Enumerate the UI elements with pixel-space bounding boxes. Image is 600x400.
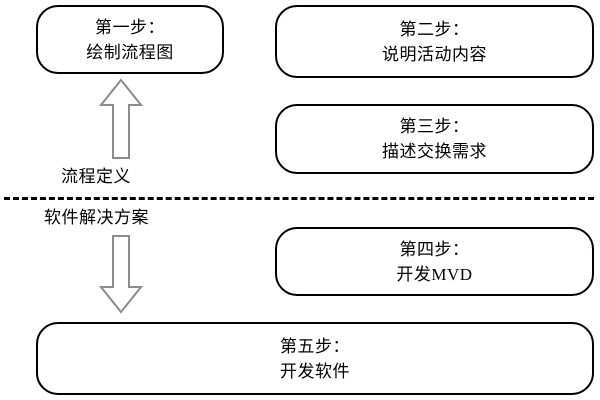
arrow-down-icon (99, 234, 143, 314)
step-5-heading: 第五步： (280, 336, 350, 356)
zone-label-process-definition: 流程定义 (61, 167, 131, 186)
arrow-up-icon (99, 78, 143, 160)
step-box-4[interactable]: 第四步： 开发MVD (275, 227, 594, 296)
step-box-1[interactable]: 第一步： 绘制流程图 (36, 5, 224, 74)
step-1-heading: 第一步： (95, 17, 165, 37)
step-4-body: 开发MVD (396, 264, 473, 284)
step-5-body: 开发软件 (280, 361, 350, 381)
step-2-heading: 第二步： (399, 19, 470, 39)
section-divider (4, 197, 594, 200)
step-3-body: 描述交换需求 (382, 142, 487, 161)
step-1-body: 绘制流程图 (86, 42, 174, 62)
step-3-heading: 第三步： (399, 117, 470, 136)
step-4-heading: 第四步： (399, 239, 470, 259)
step-2-body: 说明活动内容 (382, 44, 487, 64)
step-box-5[interactable]: 第五步： 开发软件 (36, 322, 594, 395)
step-box-2[interactable]: 第二步： 说明活动内容 (275, 5, 594, 78)
zone-label-software-solution: 软件解决方案 (44, 208, 149, 227)
step-box-3[interactable]: 第三步： 描述交换需求 (275, 104, 594, 174)
